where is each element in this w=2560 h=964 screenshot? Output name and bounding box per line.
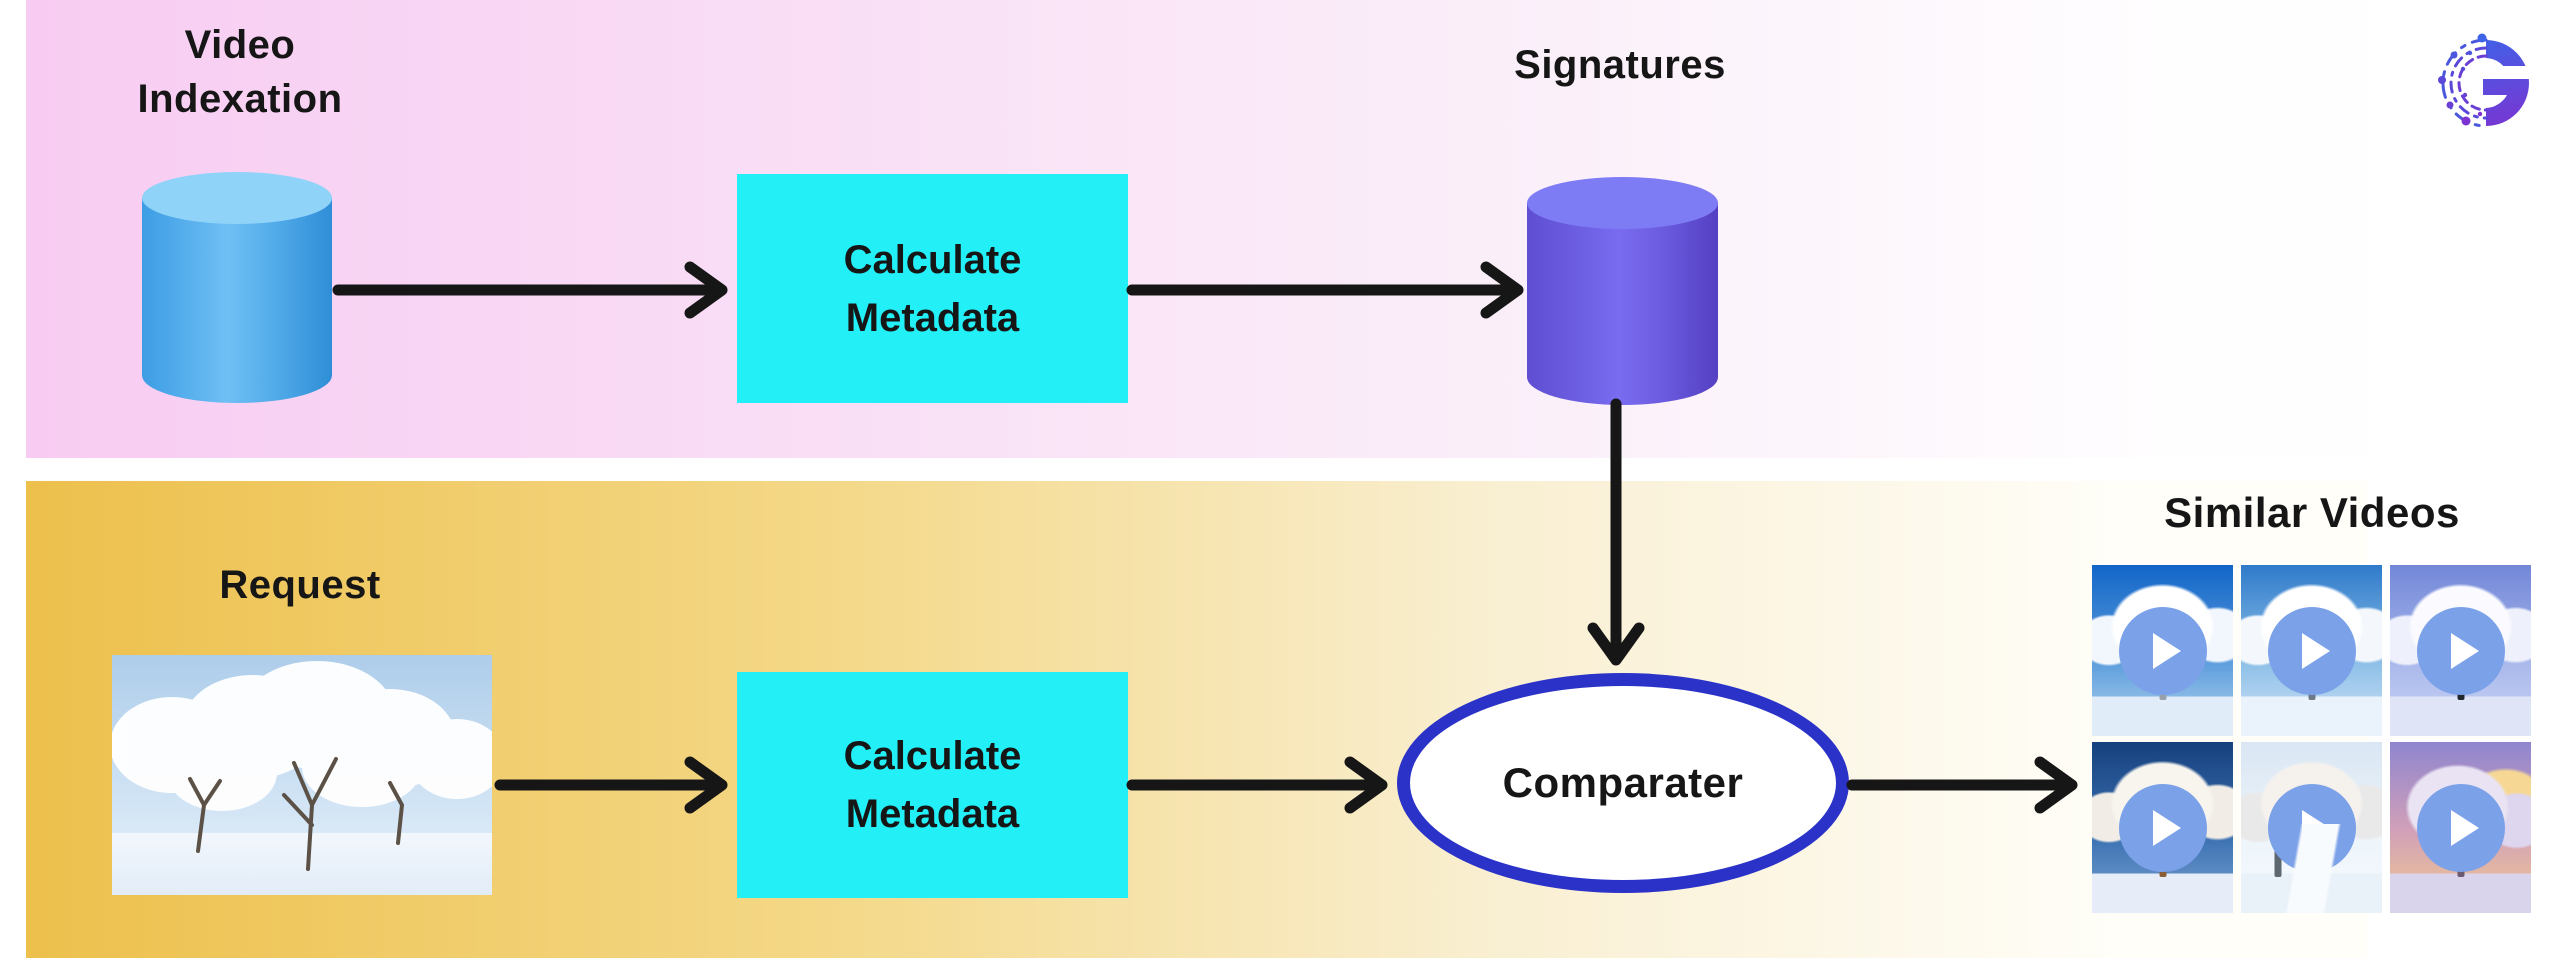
video-thumbnail[interactable]	[2241, 742, 2382, 913]
video-indexation-band	[26, 0, 2367, 458]
request-label: Request	[219, 563, 381, 607]
play-button[interactable]	[2267, 783, 2356, 872]
request-video-image	[112, 655, 492, 895]
play-icon	[2152, 809, 2181, 846]
signatures-database-cylinder	[1527, 177, 1718, 405]
calculate-metadata-box-bottom: Calculate Metadata	[737, 672, 1128, 898]
cylinder-body	[1527, 203, 1718, 405]
play-button[interactable]	[2416, 783, 2505, 872]
video-indexation-label: Video Indexation	[137, 23, 343, 121]
video-thumbnail[interactable]	[2241, 565, 2382, 736]
play-button[interactable]	[2416, 606, 2505, 695]
similar-videos-grid	[2092, 565, 2531, 913]
video-thumbnail[interactable]	[2390, 742, 2531, 913]
signatures-label: Signatures	[1514, 43, 1726, 87]
calculate-metadata-label: Calculate Metadata	[843, 237, 1022, 340]
play-button[interactable]	[2118, 606, 2207, 695]
play-icon	[2301, 632, 2330, 669]
play-button[interactable]	[2267, 606, 2356, 695]
comparater-node: Comparater	[1397, 673, 1849, 893]
cylinder-top	[1527, 177, 1718, 229]
calculate-metadata-label: Calculate Metadata	[843, 734, 1022, 836]
play-icon	[2152, 632, 2181, 669]
similar-videos-label: Similar Videos	[2164, 489, 2460, 536]
cylinder-top	[142, 172, 332, 224]
video-database-cylinder	[142, 172, 332, 403]
comparater-label: Comparater	[1502, 759, 1744, 806]
play-icon	[2450, 809, 2479, 846]
logo-circuit-dots	[2438, 33, 2501, 126]
play-icon	[2301, 809, 2330, 846]
video-thumbnail[interactable]	[2092, 742, 2233, 913]
play-icon	[2450, 632, 2479, 669]
cylinder-body	[142, 198, 332, 403]
brand-logo: G	[2438, 33, 2531, 128]
calculate-metadata-box-top: Calculate Metadata	[737, 174, 1128, 403]
video-thumbnail[interactable]	[2092, 565, 2233, 736]
play-button[interactable]	[2118, 783, 2207, 872]
video-thumbnail[interactable]	[2390, 565, 2531, 736]
